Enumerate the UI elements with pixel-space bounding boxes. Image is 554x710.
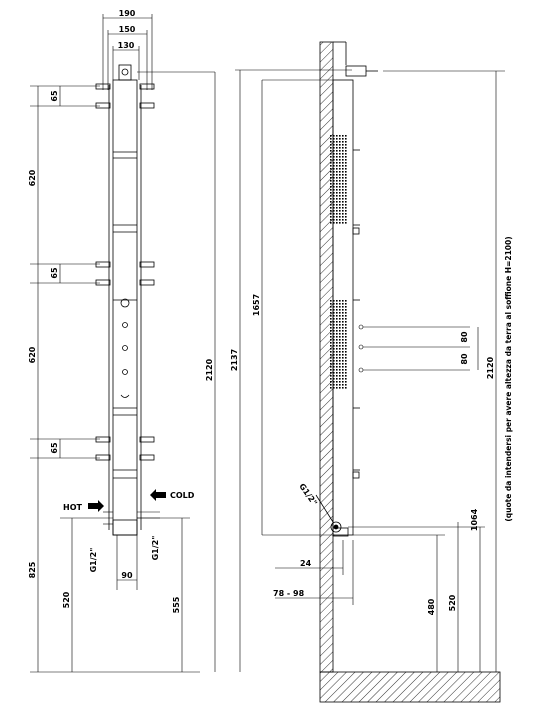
front-thread-hot: G1/2" (89, 548, 98, 573)
front-control-1 (122, 322, 128, 328)
side-total-height-2137: 2137 (230, 349, 239, 371)
front-top-connector-hole (121, 68, 129, 76)
front-control-3 (122, 369, 128, 375)
front-width-190: 190 (119, 9, 136, 18)
front-width-130: 130 (118, 41, 135, 50)
front-spacing-620-lower: 620 (28, 346, 37, 363)
side-body-height-1657: 1657 (252, 294, 261, 316)
side-inlet-fitting (315, 494, 349, 537)
side-outlet-spacing-lower: 80 (460, 353, 469, 365)
front-thread-cold: G1/2" (151, 536, 160, 561)
front-control-2 (122, 345, 128, 351)
side-height-2120: 2120 (486, 356, 495, 379)
front-spacing-65-top: 65 (50, 90, 59, 102)
side-outlet-spacing-upper: 80 (460, 331, 469, 343)
cold-label: COLD (170, 491, 195, 500)
front-inlets (103, 511, 160, 590)
front-width-90: 90 (121, 571, 133, 580)
front-brackets (95, 83, 155, 461)
front-width-150: 150 (119, 25, 136, 34)
front-view (108, 64, 142, 536)
hot-arrow (88, 500, 104, 512)
side-wall (319, 41, 501, 703)
side-depth-range: 78 - 98 (273, 589, 305, 598)
side-height-480: 480 (427, 598, 436, 615)
front-inlet-height-520: 520 (62, 591, 71, 608)
side-height-1064: 1064 (470, 508, 479, 531)
side-thread: G1/2" (297, 482, 319, 507)
front-spacing-620-upper: 620 (28, 169, 37, 186)
front-base-height-825: 825 (28, 561, 37, 578)
front-top-dimensions (102, 14, 215, 90)
front-spacing-65-mid: 65 (50, 267, 59, 279)
front-spacing-65-bottom: 65 (50, 442, 59, 454)
cold-arrow (150, 489, 166, 501)
front-inlet-height-555: 555 (172, 596, 181, 613)
side-perforated-panel-upper (330, 135, 348, 225)
front-column-body (112, 79, 138, 536)
front-top-connector (118, 64, 132, 81)
front-total-height-2120: 2120 (205, 358, 214, 381)
side-outlets (358, 324, 470, 373)
side-depth-24: 24 (300, 559, 312, 568)
side-perforated-panel-lower (330, 300, 348, 390)
side-height-520: 520 (448, 594, 457, 611)
side-height-note: (quote da intendersi per avere altezza d… (504, 236, 513, 521)
front-left-dimensions (30, 72, 216, 673)
side-dimensions (235, 69, 505, 672)
front-panel-knob-top (120, 298, 130, 308)
hot-label: HOT (63, 503, 82, 512)
